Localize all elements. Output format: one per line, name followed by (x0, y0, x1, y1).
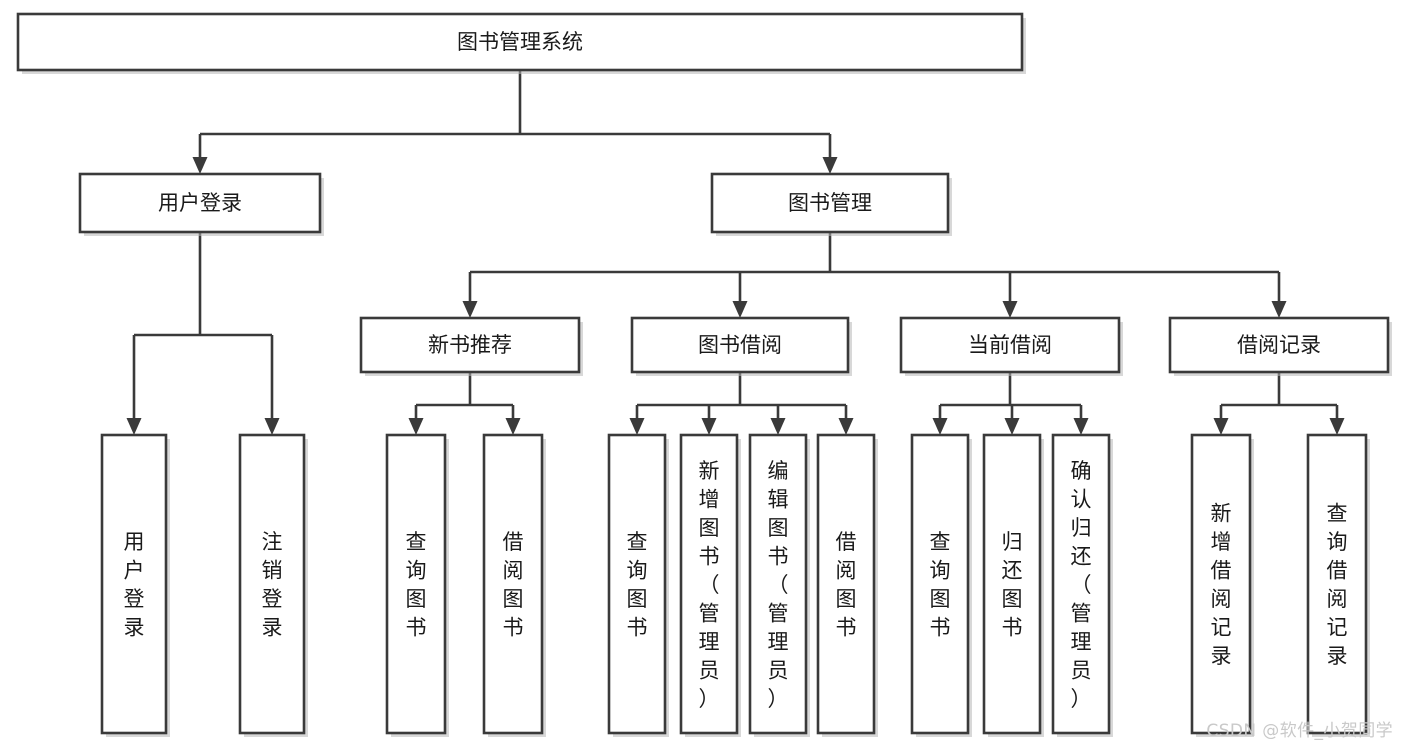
node-leaf[interactable]: 查询借阅记录 (1306, 433, 1370, 737)
node-level1[interactable]: 用户登录 (78, 172, 324, 236)
arrow-head-icon (701, 418, 717, 435)
node-label: 注销登录 (262, 530, 283, 640)
node-layer: 图书管理系统用户登录图书管理新书推荐图书借阅当前借阅借阅记录用户登录注销登录查询… (16, 12, 1392, 737)
node-leaf[interactable]: 查询图书 (910, 433, 972, 737)
node-label: 查询图书 (930, 530, 951, 640)
node-rect[interactable] (100, 433, 168, 735)
node-label: 借阅图书 (836, 530, 857, 640)
arrow-head-icon (822, 157, 838, 174)
arrow-head-icon (505, 418, 521, 435)
connector-layer (126, 70, 1345, 435)
node-label: 图书管理 (788, 191, 872, 215)
node-rect[interactable] (630, 316, 850, 374)
node-leaf[interactable]: 编辑图书（管理员） (748, 433, 810, 737)
node-rect[interactable] (1051, 433, 1111, 735)
node-label: 新增借阅记录 (1211, 502, 1232, 669)
node-label: 查询借阅记录 (1327, 502, 1348, 669)
node-rect[interactable] (910, 433, 970, 735)
arrow-head-icon (1004, 418, 1020, 435)
node-leaf[interactable]: 借阅图书 (482, 433, 546, 737)
arrow-head-icon (770, 418, 786, 435)
node-rect[interactable] (816, 433, 876, 735)
node-rect[interactable] (1190, 433, 1252, 735)
arrow-head-icon (932, 418, 948, 435)
node-leaf[interactable]: 新增借阅记录 (1190, 433, 1254, 737)
arrow-head-icon (629, 418, 645, 435)
node-label: 查询图书 (627, 530, 648, 640)
arrow-head-icon (1329, 418, 1345, 435)
node-label: 用户登录 (124, 530, 145, 640)
arrow-head-icon (192, 157, 208, 174)
node-rect[interactable] (607, 433, 667, 735)
node-label: 用户登录 (158, 191, 242, 215)
arrow-head-icon (264, 418, 280, 435)
node-label: 归还图书 (1002, 530, 1023, 640)
node-rect[interactable] (238, 433, 306, 735)
node-rect[interactable] (359, 316, 581, 374)
node-rect[interactable] (899, 316, 1121, 374)
node-rect[interactable] (16, 12, 1024, 72)
arrow-head-icon (408, 418, 424, 435)
node-leaf[interactable]: 用户登录 (100, 433, 170, 737)
node-label: 借阅记录 (1237, 333, 1321, 357)
node-leaf[interactable]: 确认归还（管理员） (1051, 433, 1113, 737)
node-label: 借阅图书 (503, 530, 524, 640)
node-level2[interactable]: 图书借阅 (630, 316, 852, 376)
node-leaf[interactable]: 归还图书 (982, 433, 1044, 737)
node-level2[interactable]: 借阅记录 (1168, 316, 1392, 376)
node-level1[interactable]: 图书管理 (710, 172, 952, 236)
arrow-head-icon (1002, 301, 1018, 318)
node-level2[interactable]: 新书推荐 (359, 316, 583, 376)
node-label: 新书推荐 (428, 333, 512, 357)
node-rect[interactable] (482, 433, 544, 735)
arrow-head-icon (1073, 418, 1089, 435)
node-root[interactable]: 图书管理系统 (16, 12, 1026, 74)
node-rect[interactable] (78, 172, 322, 234)
node-label: 查询图书 (406, 530, 427, 640)
node-leaf[interactable]: 注销登录 (238, 433, 308, 737)
node-leaf[interactable]: 查询图书 (607, 433, 669, 737)
arrow-head-icon (732, 301, 748, 318)
node-label: 图书管理系统 (457, 30, 583, 54)
node-level2[interactable]: 当前借阅 (899, 316, 1123, 376)
node-leaf[interactable]: 新增图书（管理员） (679, 433, 741, 737)
node-rect[interactable] (1168, 316, 1390, 374)
watermark-label: CSDN @软件_小贺同学 (1206, 721, 1393, 741)
arrow-head-icon (1271, 301, 1287, 318)
node-rect[interactable] (679, 433, 739, 735)
node-label: 确认归还（管理员） (1071, 459, 1092, 711)
node-label: 图书借阅 (698, 333, 782, 357)
node-rect[interactable] (748, 433, 808, 735)
arrow-head-icon (462, 301, 478, 318)
arrow-head-icon (126, 418, 142, 435)
arrow-head-icon (1213, 418, 1229, 435)
arrow-head-icon (838, 418, 854, 435)
node-label: 新增图书（管理员） (699, 459, 720, 711)
node-leaf[interactable]: 查询图书 (385, 433, 449, 737)
node-label: 编辑图书（管理员） (768, 459, 789, 711)
node-rect[interactable] (710, 172, 950, 234)
node-rect[interactable] (1306, 433, 1368, 735)
node-rect[interactable] (385, 433, 447, 735)
node-label: 当前借阅 (968, 333, 1052, 357)
node-leaf[interactable]: 借阅图书 (816, 433, 878, 737)
node-rect[interactable] (982, 433, 1042, 735)
